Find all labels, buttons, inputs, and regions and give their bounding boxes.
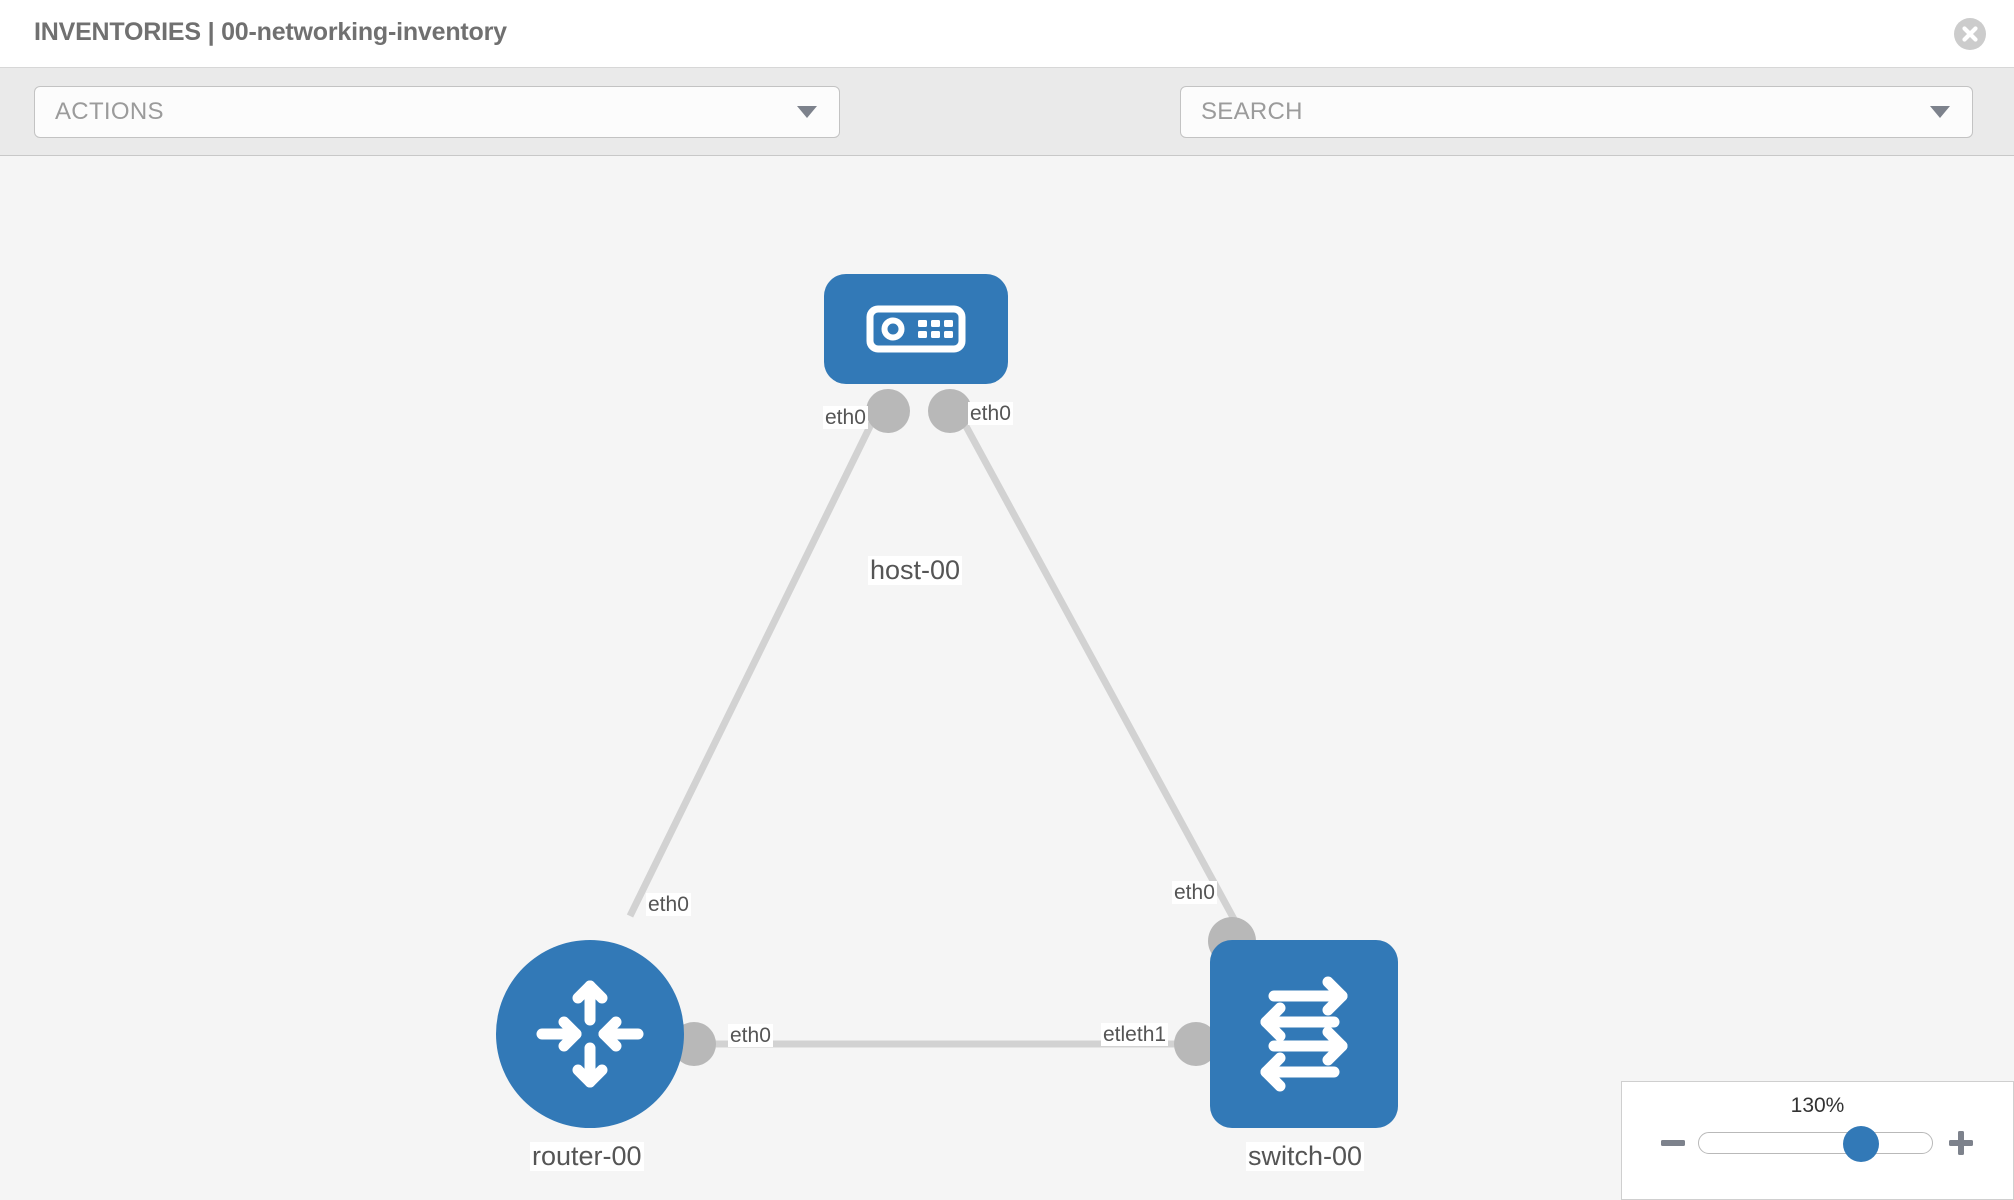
search-input[interactable]: SEARCH: [1180, 86, 1973, 138]
node-router-00[interactable]: router-00: [496, 940, 684, 1172]
page-title: INVENTORIES | 00-networking-inventory: [34, 18, 507, 46]
actions-dropdown[interactable]: ACTIONS: [34, 86, 840, 138]
chevron-down-icon: [1930, 106, 1950, 118]
edge-label: eth0: [728, 1024, 773, 1048]
edge-host-switch: [951, 404, 1239, 923]
page-header: INVENTORIES | 00-networking-inventory: [0, 0, 2014, 68]
node-label-switch-00: switch-00: [1246, 1141, 1365, 1172]
router-node-shape[interactable]: [496, 940, 684, 1128]
connector-switch-left: [1174, 1022, 1218, 1066]
zoom-slider[interactable]: [1698, 1126, 1933, 1162]
zoom-slider-thumb[interactable]: [1843, 1126, 1880, 1162]
toolbar: ACTIONS SEARCH: [0, 68, 2014, 194]
minus-icon[interactable]: [1658, 1128, 1688, 1158]
node-label-host-00: host-00: [868, 555, 963, 586]
edge-host-router: [626, 404, 884, 918]
close-icon[interactable]: [1954, 18, 1986, 50]
edge-label: eth0: [968, 402, 1013, 426]
router-arrows-icon: [536, 980, 644, 1088]
node-label-router-00: router-00: [530, 1141, 644, 1172]
edge-label: eth0: [823, 406, 868, 430]
search-placeholder: SEARCH: [1201, 98, 1303, 125]
node-host-00[interactable]: host-00: [824, 274, 1008, 586]
zoom-level-value: 130%: [1790, 1094, 1845, 1117]
plus-icon[interactable]: [1946, 1128, 1976, 1158]
edge-label: eth0: [646, 893, 691, 917]
topology-canvas[interactable]: host-00: [0, 156, 2014, 1200]
switch-node-shape[interactable]: [1210, 940, 1398, 1128]
edge-label: etleth1: [1101, 1023, 1169, 1047]
host-node-shape[interactable]: [824, 274, 1008, 384]
actions-dropdown-label: ACTIONS: [55, 98, 164, 125]
node-switch-00[interactable]: switch-00: [1210, 940, 1398, 1172]
connector-host-left: [866, 389, 910, 433]
zoom-control-panel: 130%: [1621, 1081, 2014, 1200]
edge-lines: [626, 404, 1239, 1048]
server-appliance-icon: [866, 305, 966, 353]
connector-host-right: [928, 389, 972, 433]
chevron-down-icon: [797, 106, 817, 118]
switch-arrows-icon: [1260, 976, 1348, 1092]
edge-label: eth0: [1172, 881, 1217, 905]
edge-connectors: [672, 389, 1256, 1066]
